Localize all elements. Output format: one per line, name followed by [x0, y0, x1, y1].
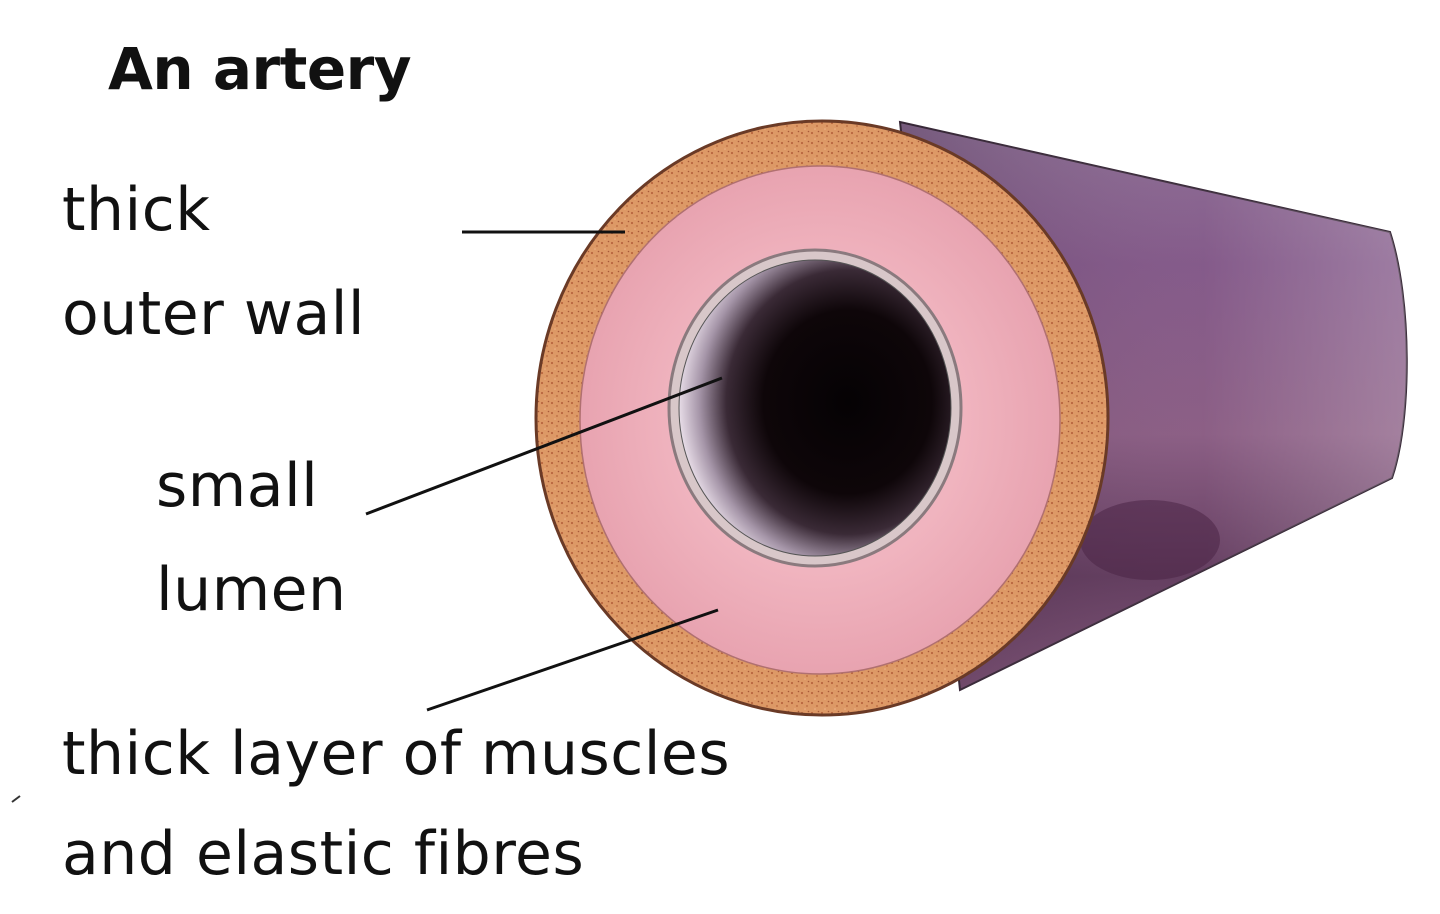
stray-mark [11, 795, 21, 803]
label-outer-wall: thick outer wall [62, 175, 366, 349]
diagram-title: An artery [108, 35, 412, 103]
label-lumen: small lumen [156, 451, 347, 625]
leader-line-muscle [426, 608, 719, 712]
lumen [678, 259, 952, 557]
vessel-dark-patch [1080, 500, 1220, 580]
label-muscle-layer: thick layer of muscles and elastic fibre… [62, 719, 731, 889]
leader-line-lumen [365, 376, 723, 516]
